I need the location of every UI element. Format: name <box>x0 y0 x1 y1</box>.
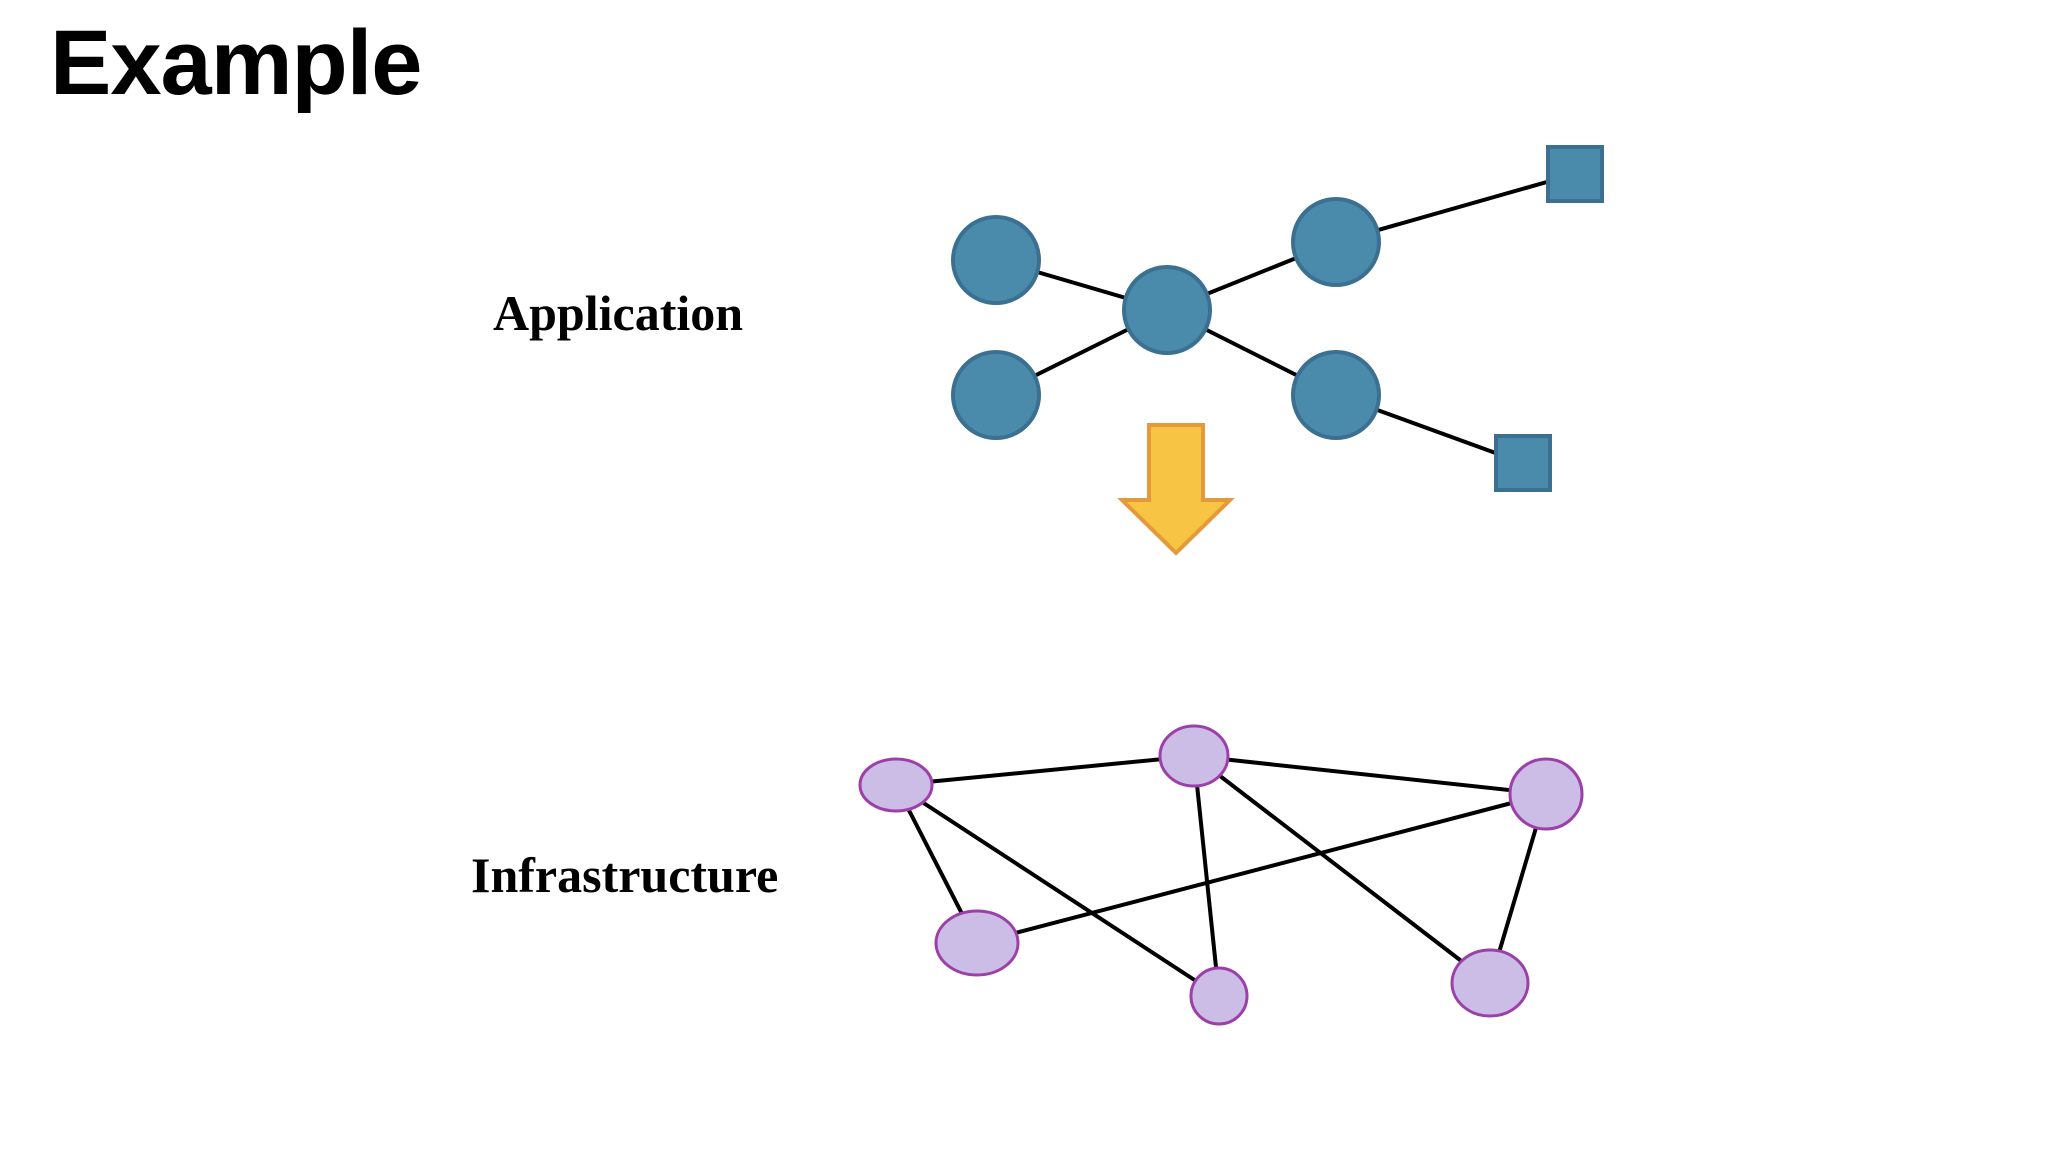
infra-edge-i2-i5 <box>1192 755 1221 997</box>
down-arrow-shape <box>1117 423 1235 556</box>
infra-node-i3 <box>1508 757 1584 831</box>
app-node-a7 <box>1494 434 1552 492</box>
slide-title: Example <box>50 12 422 114</box>
infra-edge-i2-i3 <box>1193 754 1547 796</box>
infra-edge-i2-i6 <box>1192 754 1492 985</box>
app-node-a4 <box>1291 197 1381 287</box>
app-node-a1 <box>951 215 1041 305</box>
infra-node-i6 <box>1450 948 1530 1018</box>
infrastructure-graph <box>858 724 1584 1026</box>
infra-node-i2 <box>1158 724 1230 788</box>
application-graph <box>951 145 1604 492</box>
app-node-a5 <box>1291 350 1381 440</box>
infrastructure-layer-label: Infrastructure <box>471 847 779 903</box>
infra-edge-i1-i5 <box>894 783 1221 998</box>
infra-edge-i4-i3 <box>976 792 1547 945</box>
application-layer-label: Application <box>493 285 744 341</box>
infra-node-i5 <box>1189 966 1249 1026</box>
infra-node-i4 <box>934 909 1020 977</box>
infra-edge-i1-i2 <box>895 754 1195 787</box>
app-node-a2 <box>951 350 1041 440</box>
app-node-a6 <box>1546 145 1604 203</box>
infra-node-i1 <box>858 757 934 813</box>
app-node-a3 <box>1122 265 1212 355</box>
down-arrow-icon <box>1117 423 1235 556</box>
